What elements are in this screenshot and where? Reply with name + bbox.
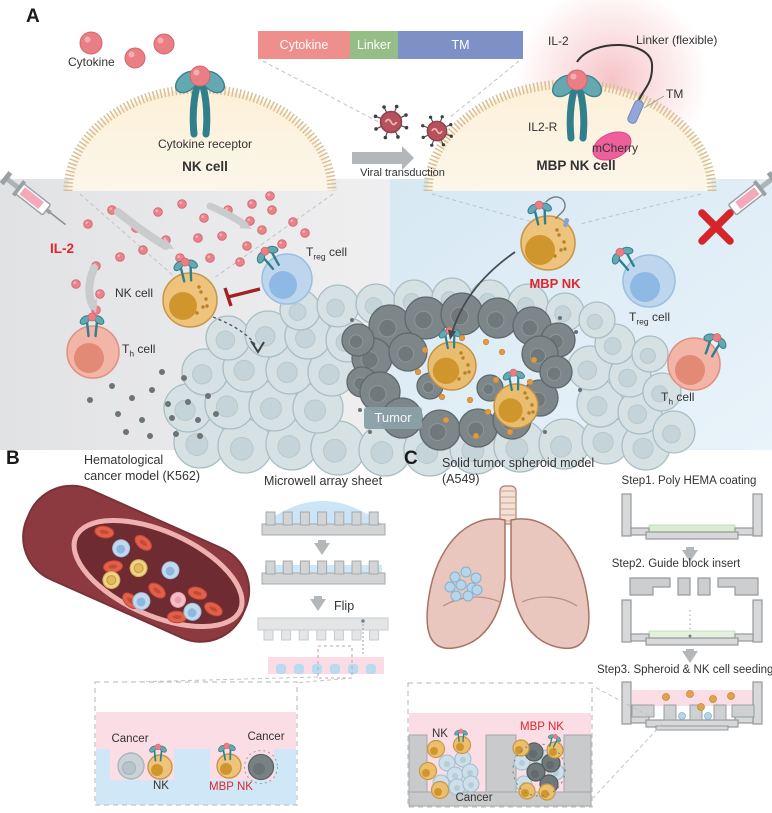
step3-label: Step3. Spheroid & NK cell seeding	[597, 664, 772, 676]
mbp-nk-cell-title: MBP NK cell	[536, 158, 616, 173]
panel-b-letter: B	[6, 448, 20, 469]
inset-c-nk: NK	[432, 728, 448, 740]
panel-c-title-2: (A549)	[442, 472, 480, 486]
th-cell-label-right: Th cell	[661, 390, 695, 407]
il2-injection-label: IL-2	[50, 241, 75, 256]
nk-cell-label-left: NK cell	[115, 286, 154, 300]
il2r-label: IL2-R	[528, 120, 558, 134]
il2-top-label: IL-2	[548, 34, 569, 48]
panel-a-letter: A	[26, 6, 40, 27]
inset-c-cancer: Cancer	[455, 792, 493, 804]
construct-segment-cytokine: Cytokine	[258, 31, 350, 59]
inset-b-mbp-nk: MBP NK	[209, 781, 253, 793]
panel-c-letter: C	[404, 448, 418, 469]
step2-label: Step2. Guide block insert	[611, 558, 741, 570]
tm-label: TM	[666, 87, 684, 101]
th-cell-label-left: Th cell	[122, 342, 156, 359]
panel-b-title-1: Hematological	[84, 453, 164, 467]
mcherry-label: mCherry	[592, 141, 639, 155]
treg-cell-label-right: Treg cell	[629, 310, 670, 327]
inset-b-cancer-right: Cancer	[247, 731, 285, 743]
construct-bar: Cytokine Linker TM	[258, 31, 523, 59]
inset-b-nk: NK	[153, 780, 169, 792]
construct-segment-tm: TM	[398, 31, 523, 59]
linker-flexible-label: Linker (flexible)	[636, 33, 718, 47]
treg-cell-label-left: Treg cell	[306, 245, 347, 262]
flip-label: Flip	[334, 599, 355, 613]
microwell-array-title: Microwell array sheet	[263, 474, 383, 488]
construct-segment-linker: Linker	[350, 31, 398, 59]
inset-c-mbp-nk: MBP NK	[520, 721, 564, 733]
inset-b-cancer-left: Cancer	[111, 733, 149, 745]
panel-b-title-2: cancer model (K562)	[84, 469, 201, 483]
cytokine-label: Cytokine	[68, 55, 115, 69]
step1-label: Step1. Poly HEMA coating	[621, 475, 757, 487]
cytokine-receptor-label: Cytokine receptor	[157, 137, 253, 151]
viral-transduction-label: Viral transduction	[360, 167, 445, 179]
panel-c-title-1: Solid tumor spheroid model	[442, 456, 595, 470]
mbp-nk-label: MBP NK	[529, 276, 581, 291]
nk-cell-title: NK cell	[182, 159, 228, 174]
tumor-badge: Tumor	[364, 407, 422, 429]
